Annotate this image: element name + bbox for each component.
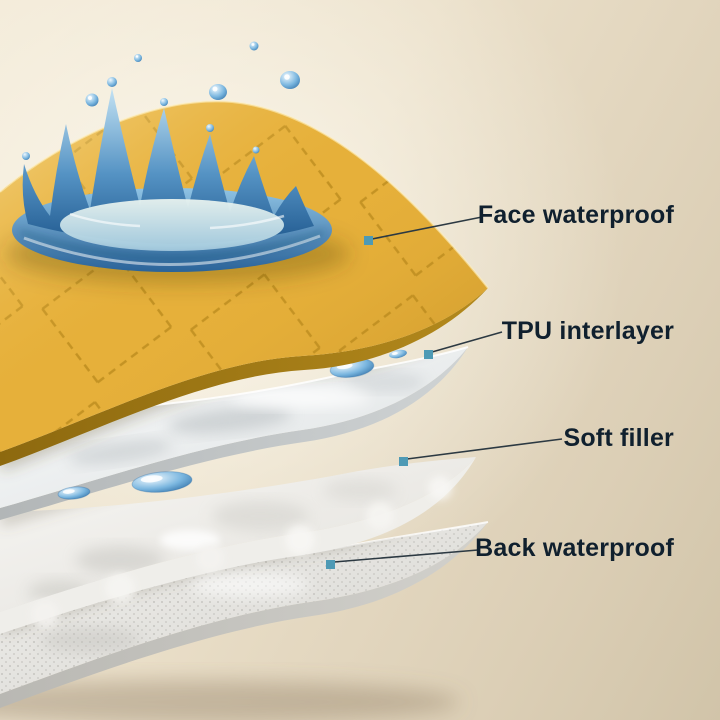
leader-line	[333, 549, 479, 563]
label-soft-filler: Soft filler	[563, 424, 674, 452]
marker-dot	[399, 457, 408, 466]
soft-filler-layer	[0, 457, 476, 634]
back-weave-texture	[0, 522, 488, 694]
label-face-waterproof: Face waterproof	[477, 201, 674, 229]
splash-rim-highlight	[23, 234, 321, 266]
tpu-edge	[0, 347, 468, 520]
water-droplet	[209, 84, 227, 100]
back-waterproof-edge	[0, 522, 488, 708]
face-edge-highlight	[0, 100, 489, 289]
splash-foam	[69, 212, 285, 230]
marker-dot	[424, 350, 433, 359]
marker-dot	[364, 236, 373, 245]
face-waterproof-edge	[0, 288, 488, 466]
water-droplet	[134, 54, 142, 62]
callout-back-waterproof	[326, 549, 479, 569]
water-droplet	[389, 349, 407, 359]
leader-line	[406, 438, 563, 460]
water-droplet	[131, 471, 193, 493]
water-droplet	[249, 41, 259, 51]
callout-tpu-interlayer	[424, 331, 503, 359]
water-droplet	[57, 486, 91, 500]
splash-rim-shadow	[19, 229, 325, 261]
callout-face-waterproof	[364, 216, 483, 245]
callout-soft-filler	[399, 438, 563, 466]
leader-line	[431, 331, 503, 353]
water-droplet	[85, 93, 99, 107]
water-splash	[12, 77, 332, 272]
splash-pool	[60, 199, 284, 251]
leader-line	[371, 216, 483, 240]
flying-droplets	[85, 41, 300, 107]
splash-tip-drops	[22, 77, 260, 160]
label-back-waterproof: Back waterproof	[475, 534, 674, 562]
marker-dot	[326, 560, 335, 569]
soft-filler-fluff	[31, 476, 452, 628]
water-droplet	[280, 71, 300, 89]
label-tpu-interlayer: TPU interlayer	[501, 317, 674, 345]
ground-shadow	[0, 680, 460, 720]
